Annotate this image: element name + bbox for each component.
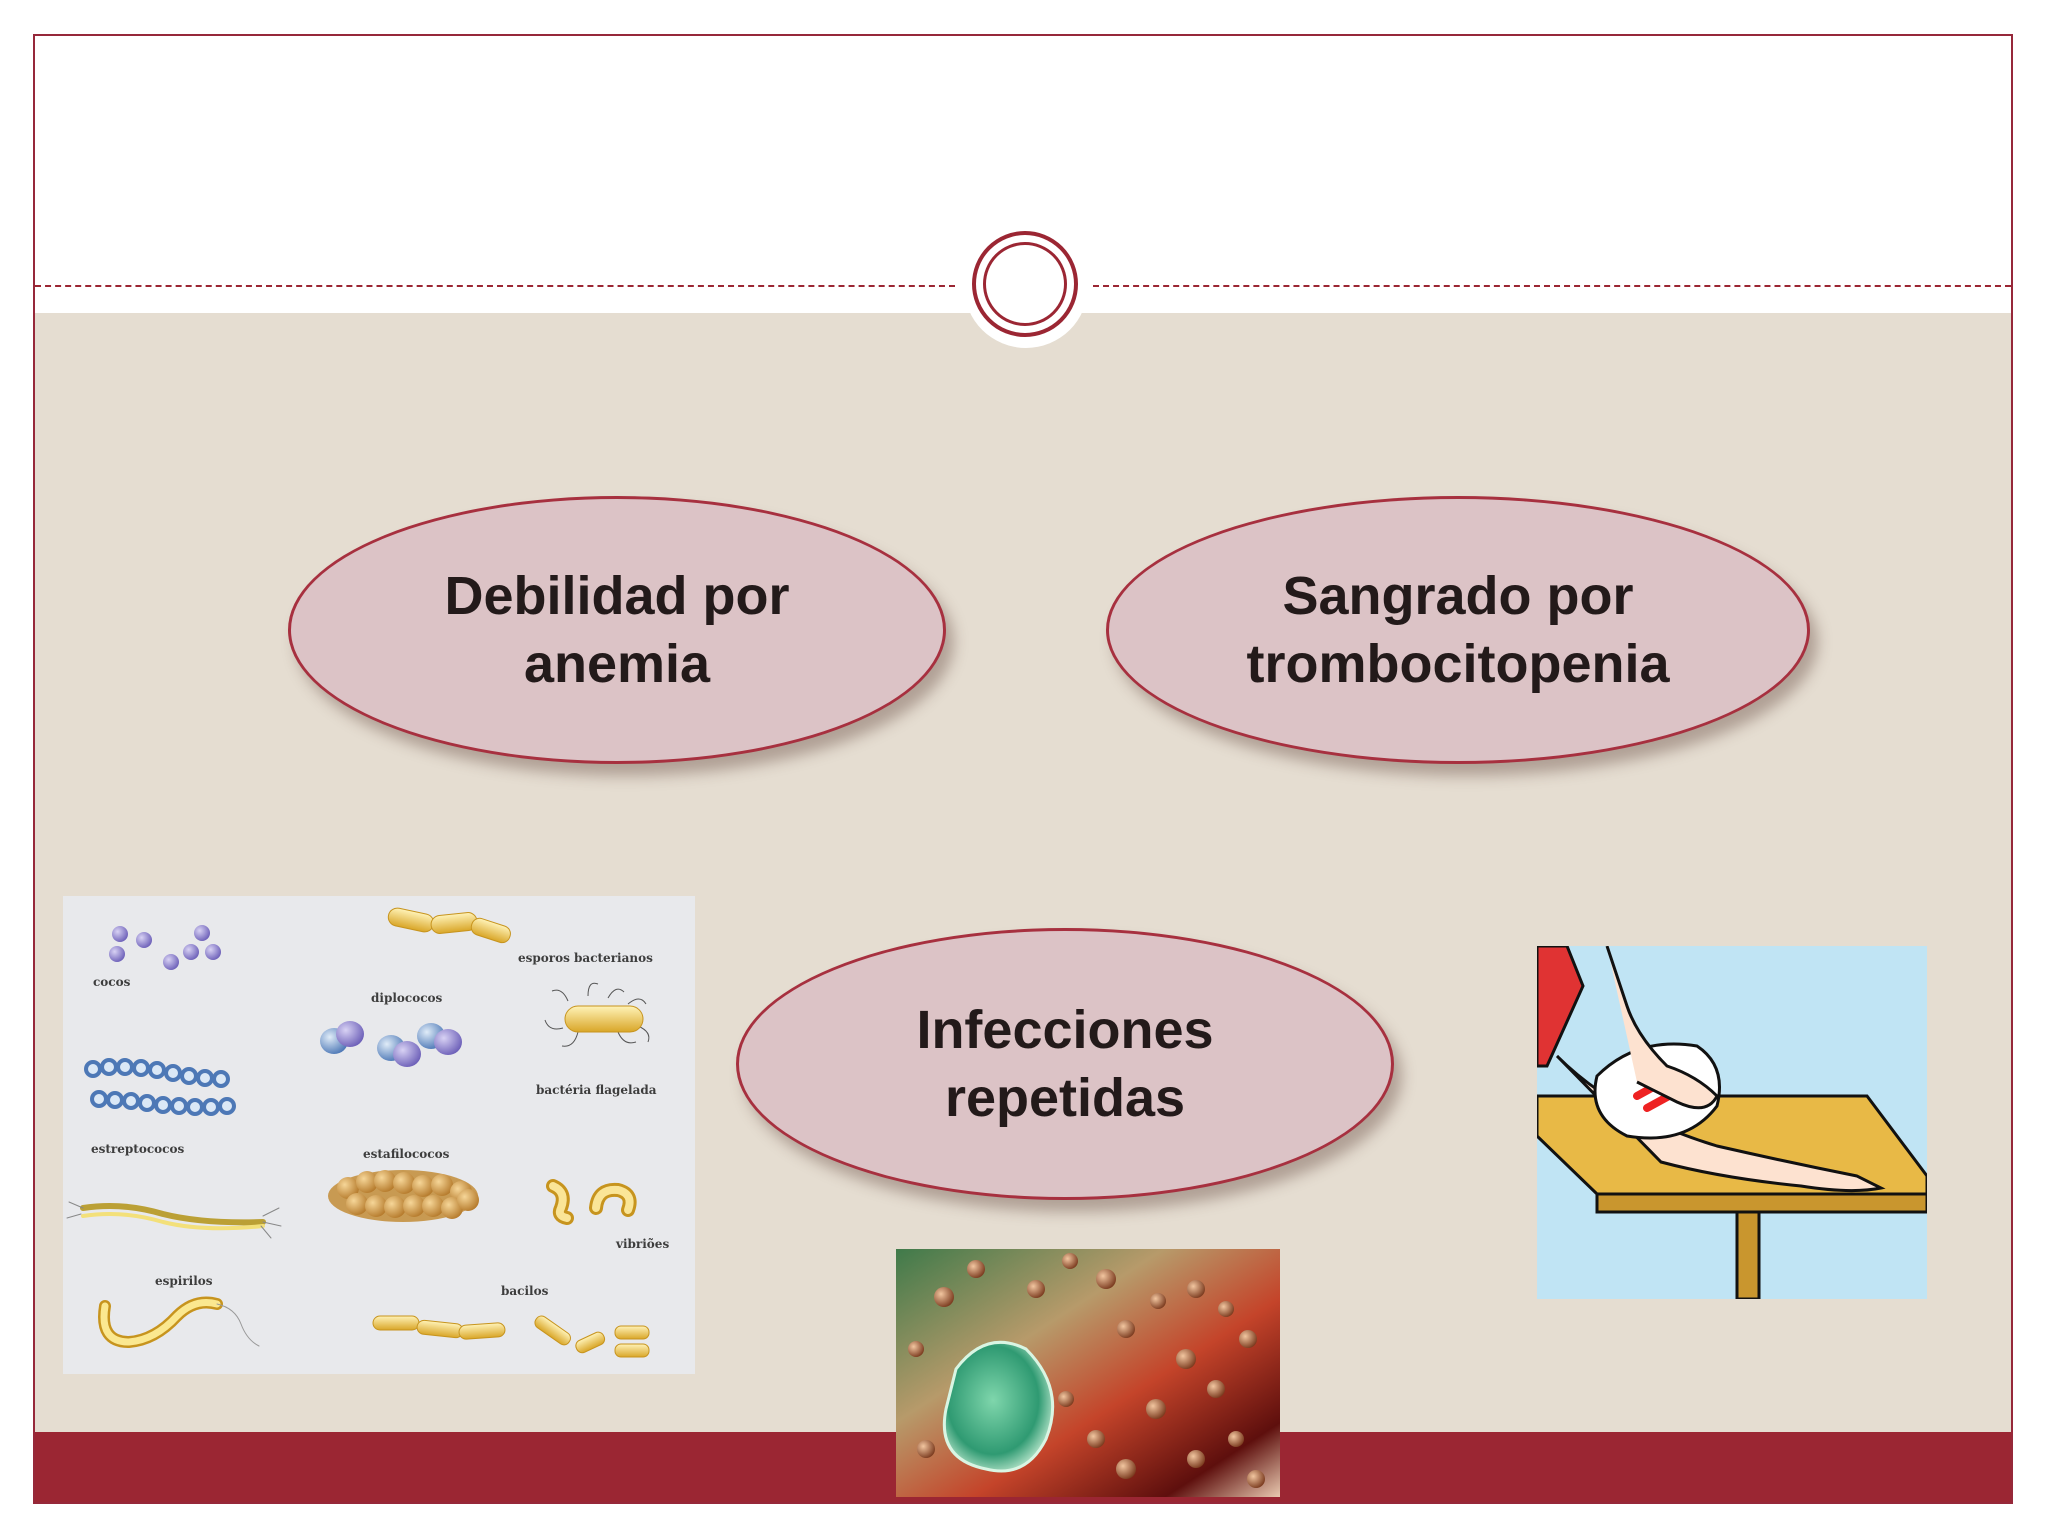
cocos-group: [109, 925, 221, 970]
oval-infections: Infecciones repetidas: [736, 928, 1394, 1200]
dashed-divider-right: [1093, 285, 2011, 287]
oval-infections-text: Infecciones repetidas: [916, 1000, 1214, 1128]
helper-hand: [1605, 946, 1719, 1110]
divider-ring-icon: [972, 231, 1078, 337]
label-flagelada: bactéria flagelada: [536, 1083, 657, 1097]
slide-frame: [33, 34, 2013, 1504]
bleeding-first-aid-drawing: [1537, 946, 1927, 1299]
label-esporos: esporos bacterianos: [518, 951, 653, 965]
green-cell: [942, 1340, 1055, 1473]
table-leg: [1735, 1210, 1761, 1299]
bacteria-types-drawing: cocos esporos bacterianos diplococos bac…: [66, 907, 669, 1358]
red-sleeve: [1537, 946, 1585, 1068]
flagelada-body: [564, 1005, 644, 1033]
label-espirilos: espirilos: [155, 1274, 213, 1288]
table-top: [1537, 1094, 1927, 1196]
label-estafilococos: estafilococos: [363, 1147, 450, 1161]
bacteria-types-image: cocos esporos bacterianos diplococos bac…: [63, 896, 695, 1374]
espirilos-group: [66, 1201, 282, 1239]
estreptococos-group: [84, 1058, 236, 1116]
label-cocos: cocos: [93, 975, 131, 989]
bacilos-group: [372, 1315, 650, 1358]
diplococos-group: [320, 1021, 462, 1067]
label-vibrioes: vibriões: [615, 1237, 669, 1251]
label-bacilos: bacilos: [501, 1284, 549, 1298]
label-estreptococos: estreptococos: [91, 1142, 184, 1156]
vibrioes-group: [546, 1179, 637, 1225]
estafilococos-group: [328, 1170, 479, 1222]
flagelada-group: [544, 982, 650, 1047]
table-edge: [1595, 1192, 1927, 1214]
red-blood-cells: [908, 1253, 1265, 1488]
dashed-divider-left: [35, 285, 955, 287]
oval-bleeding: Sangrado por trombocitopenia: [1106, 496, 1810, 764]
oval-bleeding-text: Sangrado por trombocitopenia: [1246, 566, 1670, 694]
bleeding-first-aid-image: [1537, 946, 1927, 1299]
oval-anemia: Debilidad por anemia: [288, 496, 946, 764]
espirilo-curve: [98, 1296, 260, 1349]
microscopic-cells-image: [896, 1249, 1280, 1497]
microscopic-cells-drawing: [896, 1249, 1280, 1497]
oval-anemia-text: Debilidad por anemia: [444, 566, 790, 694]
label-diplococos: diplococos: [371, 991, 443, 1005]
esporos-group: [387, 907, 511, 944]
divider-ring-inner: [983, 242, 1067, 326]
